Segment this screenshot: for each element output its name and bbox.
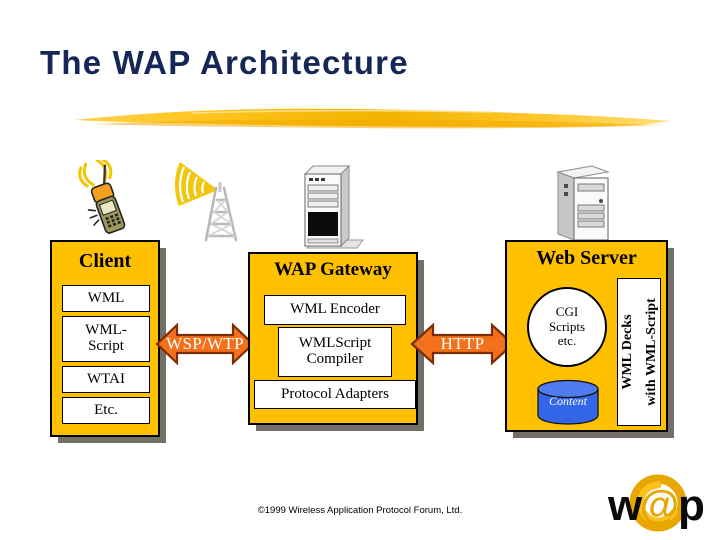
client-layer-wml[interactable]: WML (62, 285, 150, 312)
cgi-line3: etc. (557, 333, 577, 349)
client-layer-label: WTAI (87, 370, 125, 387)
gateway-component-label: WMLScript Compiler (298, 335, 372, 367)
radio-tower-icon (174, 162, 238, 242)
double-arrow-icon (410, 322, 515, 366)
page-title: The WAP Architecture (40, 44, 409, 81)
cgi-scripts-ellipse[interactable]: CGI Scripts etc. (527, 287, 607, 367)
gateway-component-protocol-adapters[interactable]: Protocol Adapters (254, 380, 416, 409)
server-tower-icon (556, 165, 610, 241)
server-tower-icon (303, 164, 364, 249)
client-layer-etc[interactable]: Etc. (62, 397, 150, 424)
double-arrow-icon (155, 322, 255, 366)
web-server-box[interactable]: Web Server CGI Scripts etc. Content WML … (505, 240, 668, 432)
http-link-arrow[interactable]: HTTP (410, 321, 515, 367)
svg-text:@: @ (640, 483, 679, 527)
client-layer-label: WML- Script (85, 322, 127, 354)
client-title: Client (78, 250, 132, 272)
gateway-component-label: Protocol Adapters (281, 385, 389, 402)
mobile-phone-icon (78, 160, 126, 234)
wml-decks-line1: WML Decks (619, 314, 635, 390)
gateway-component-wmlscript-compiler[interactable]: WMLScript Compiler (278, 327, 392, 377)
content-database-cylinder[interactable] (537, 379, 599, 425)
wap-logo: w p @ (607, 474, 705, 532)
client-layer-label: WML (87, 289, 125, 306)
cgi-line2: Scripts (548, 318, 586, 334)
client-layer-label: Etc. (94, 401, 118, 418)
svg-text:p: p (678, 481, 705, 530)
gateway-component-wml-encoder[interactable]: WML Encoder (264, 295, 406, 325)
gold-brushstroke-decoration (74, 108, 670, 129)
wsp-wtp-link-arrow[interactable]: WSP/WTP (155, 321, 255, 367)
client-box[interactable]: Client WML WML- Script WTAI Etc. (50, 240, 160, 437)
wap-gateway-title: WAP Gateway (274, 259, 392, 280)
cgi-line1: CGI (555, 303, 579, 319)
wml-decks-box[interactable]: WML Decks with WML-Script (617, 278, 661, 426)
svg-text:w: w (607, 481, 643, 530)
client-layer-wmlscript[interactable]: WML- Script (62, 316, 150, 362)
wap-gateway-box[interactable]: WAP Gateway WML Encoder WMLScript Compil… (248, 252, 418, 425)
copyright-notice: ©1999 Wireless Application Protocol Foru… (257, 505, 463, 516)
client-layer-wtai[interactable]: WTAI (62, 366, 150, 393)
gateway-component-label: WML Encoder (290, 301, 380, 318)
web-server-title: Web Server (536, 247, 637, 269)
wml-decks-line2: with WML-Script (643, 298, 659, 406)
